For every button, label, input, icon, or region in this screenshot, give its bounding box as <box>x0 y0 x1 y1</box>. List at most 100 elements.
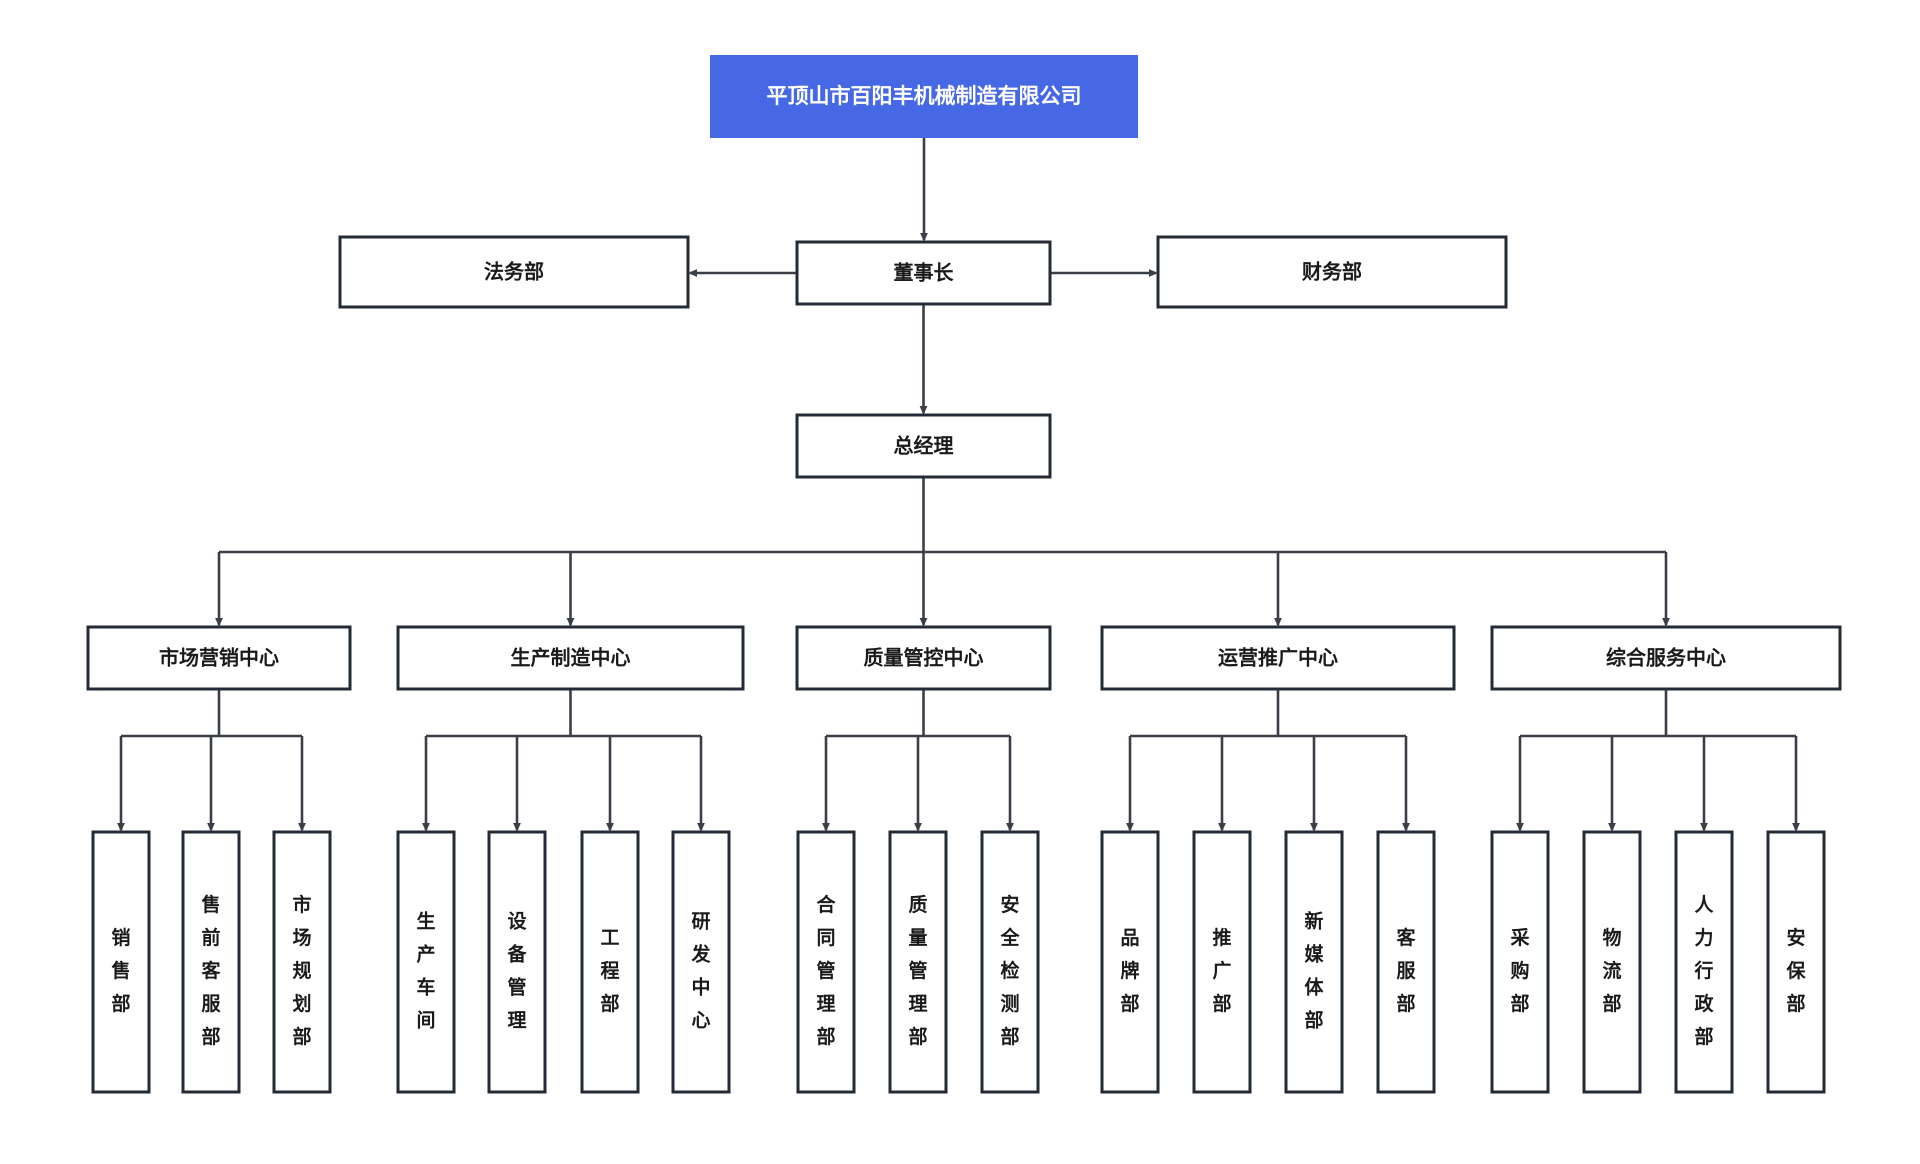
node-dept-5-1-label-char: 购 <box>1510 959 1529 982</box>
node-dept-5-2[interactable]: 物流部 <box>1582 830 1642 1094</box>
node-center-1-label: 市场营销中心 <box>159 645 279 669</box>
node-root-company[interactable]: 平顶山市百阳丰机械制造有限公司 <box>710 55 1138 138</box>
node-dept-4-4-label-char: 服 <box>1396 960 1416 982</box>
node-dept-1-1-rect <box>91 830 151 1094</box>
node-dept-2-4-label-char: 发 <box>690 943 711 966</box>
node-dept-3-2-rect <box>888 830 948 1094</box>
node-dept-2-2-label-char: 管 <box>507 976 526 999</box>
node-dept-4-2-label-char: 推 <box>1212 926 1231 949</box>
node-center-4-label: 运营推广中心 <box>1218 645 1338 669</box>
node-dept-1-2-label-char: 服 <box>201 993 221 1015</box>
node-dept-5-3-label-char: 政 <box>1694 992 1714 1015</box>
node-finance-dept-rect <box>1156 235 1508 309</box>
node-dept-2-1-label-char: 产 <box>416 943 435 966</box>
node-dept-5-2-label-char: 物 <box>1602 926 1621 949</box>
node-center-1-rect <box>86 625 352 691</box>
node-dept-4-4-label: 客服部 <box>1396 926 1416 1015</box>
node-chairman-label: 董事长 <box>894 260 955 284</box>
node-dept-4-4-label-char: 客 <box>1396 926 1416 949</box>
node-dept-1-2-label-char: 部 <box>201 1025 220 1048</box>
node-dept-1-2-rect <box>181 830 241 1094</box>
node-chairman[interactable]: 董事长 <box>795 240 1052 306</box>
node-dept-5-4-label-char: 部 <box>1786 992 1805 1015</box>
node-dept-1-2-label-char: 前 <box>201 926 220 949</box>
node-legal-dept[interactable]: 法务部 <box>338 235 690 309</box>
node-center-2-rect <box>396 625 745 691</box>
node-dept-3-3-rect <box>980 830 1040 1094</box>
node-center-3-label: 质量管控中心 <box>864 645 984 669</box>
node-dept-5-1-rect <box>1490 830 1550 1094</box>
node-general-manager-label: 总经理 <box>894 433 954 457</box>
node-dept-3-2-label-char: 部 <box>908 1025 927 1048</box>
node-root-company-label: 平顶山市百阳丰机械制造有限公司 <box>767 84 1082 108</box>
node-dept-3-1-label-char: 同 <box>816 928 835 949</box>
node-finance-dept[interactable]: 财务部 <box>1156 235 1508 309</box>
node-dept-3-2-label-char: 管 <box>908 959 927 982</box>
node-dept-4-1-rect <box>1100 830 1160 1094</box>
node-dept-2-3-label: 工程部 <box>600 928 619 1015</box>
node-dept-5-1[interactable]: 采购部 <box>1490 830 1550 1094</box>
node-dept-1-2-label-char: 客 <box>201 959 221 982</box>
node-dept-5-2-label-char: 部 <box>1602 992 1621 1015</box>
node-dept-2-3-label-char: 部 <box>600 992 619 1015</box>
node-center-1[interactable]: 市场营销中心 <box>86 625 352 691</box>
node-dept-1-3-label-char: 市 <box>292 893 311 916</box>
node-dept-5-3-rect <box>1674 830 1734 1094</box>
node-dept-1-3-label-char: 划 <box>292 992 311 1015</box>
node-center-3-rect <box>795 625 1052 691</box>
node-dept-4-4[interactable]: 客服部 <box>1376 830 1436 1094</box>
node-dept-4-3-label-char: 媒 <box>1304 944 1324 966</box>
node-dept-2-3[interactable]: 工程部 <box>580 830 640 1094</box>
node-dept-2-1-label-char: 间 <box>416 1010 435 1032</box>
node-dept-4-1-label: 品牌部 <box>1120 927 1139 1015</box>
node-dept-5-4[interactable]: 安保部 <box>1766 830 1826 1094</box>
node-center-4[interactable]: 运营推广中心 <box>1100 625 1456 691</box>
node-dept-5-3-label-char: 部 <box>1694 1025 1713 1048</box>
node-dept-1-1[interactable]: 销售部 <box>91 830 151 1094</box>
node-dept-4-3-label-char: 体 <box>1304 976 1324 999</box>
node-dept-1-1-label: 销售部 <box>110 926 130 1015</box>
node-dept-1-3-label-char: 场 <box>292 927 311 949</box>
node-general-manager[interactable]: 总经理 <box>795 413 1052 479</box>
node-dept-2-1-rect <box>396 830 456 1094</box>
node-dept-4-4-rect <box>1376 830 1436 1094</box>
node-center-2[interactable]: 生产制造中心 <box>396 625 745 691</box>
node-dept-2-3-label-char: 程 <box>600 960 619 982</box>
node-center-5[interactable]: 综合服务中心 <box>1490 625 1842 691</box>
node-chairman-rect <box>795 240 1052 306</box>
node-dept-1-3-label-char: 部 <box>292 1025 311 1048</box>
node-dept-5-3-label-char: 力 <box>1694 926 1713 949</box>
node-dept-4-2[interactable]: 推广部 <box>1192 830 1252 1094</box>
node-dept-3-1-label-char: 理 <box>816 993 835 1015</box>
node-dept-5-2-label: 物流部 <box>1602 926 1621 1015</box>
node-dept-4-2-label: 推广部 <box>1212 926 1231 1015</box>
node-dept-5-1-label-char: 采 <box>1510 927 1529 949</box>
node-center-5-rect <box>1490 625 1842 691</box>
node-dept-1-1-label-char: 部 <box>111 992 130 1015</box>
node-dept-2-2-label-char: 理 <box>507 1010 526 1032</box>
node-center-2-label: 生产制造中心 <box>511 645 631 669</box>
node-center-3[interactable]: 质量管控中心 <box>795 625 1052 691</box>
node-legal-dept-rect <box>338 235 690 309</box>
node-dept-4-1[interactable]: 品牌部 <box>1100 830 1160 1094</box>
node-dept-3-2-label-char: 质 <box>908 894 927 916</box>
node-dept-5-1-label-char: 部 <box>1510 992 1529 1015</box>
